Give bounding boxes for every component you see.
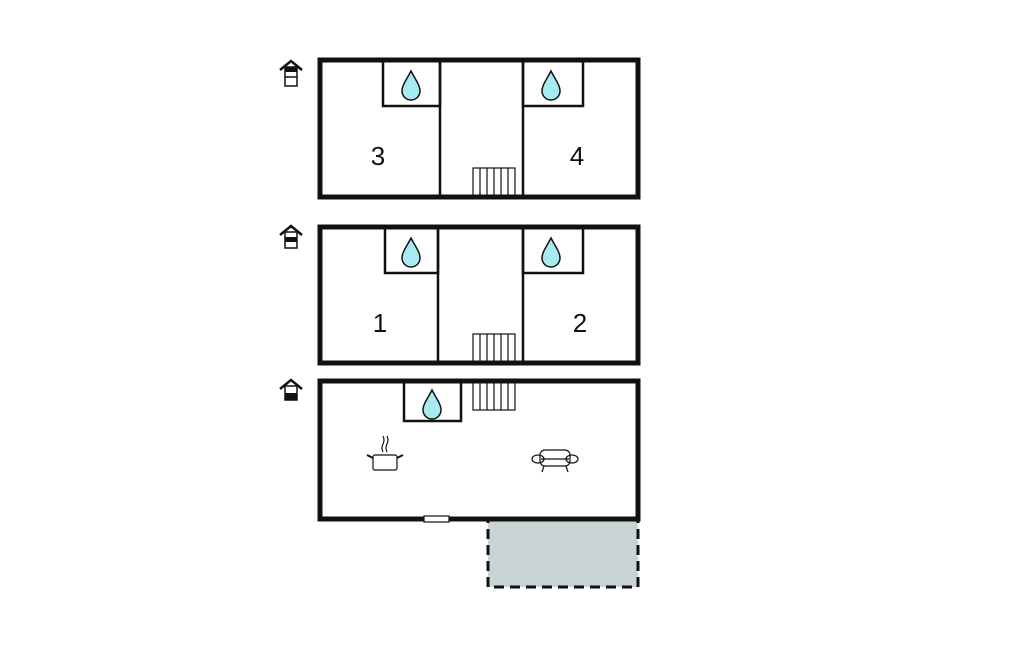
stairs-icon (472, 167, 516, 198)
bathroom (521, 58, 585, 108)
sofa-icon (531, 449, 579, 473)
stairs-icon (472, 380, 516, 411)
room-label: 1 (373, 308, 387, 338)
floor-outline (317, 57, 641, 200)
water-drop-icon (401, 237, 421, 268)
terrace (486, 517, 640, 589)
bathroom (383, 225, 440, 275)
floor-outline (317, 224, 641, 366)
door-icon (423, 515, 450, 523)
floor-level-icon (279, 59, 303, 87)
water-drop-icon (422, 389, 442, 420)
room-label: 3 (371, 141, 385, 171)
room-label: 2 (573, 308, 587, 338)
room-label: 4 (570, 141, 584, 171)
bathroom (402, 379, 463, 423)
middle-floor: 1 2 (279, 224, 641, 366)
water-drop-icon (541, 237, 561, 268)
upper-floor: 3 4 (279, 57, 641, 200)
bathroom (381, 58, 442, 108)
water-drop-icon (401, 70, 421, 101)
stairs-icon (472, 333, 516, 364)
cooking-pot-icon (366, 435, 404, 471)
water-drop-icon (541, 70, 561, 101)
bathroom (521, 225, 585, 275)
floor-level-icon (279, 378, 303, 401)
floor-level-icon (279, 224, 303, 249)
ground-floor (279, 378, 641, 589)
floor-outline (317, 378, 641, 522)
